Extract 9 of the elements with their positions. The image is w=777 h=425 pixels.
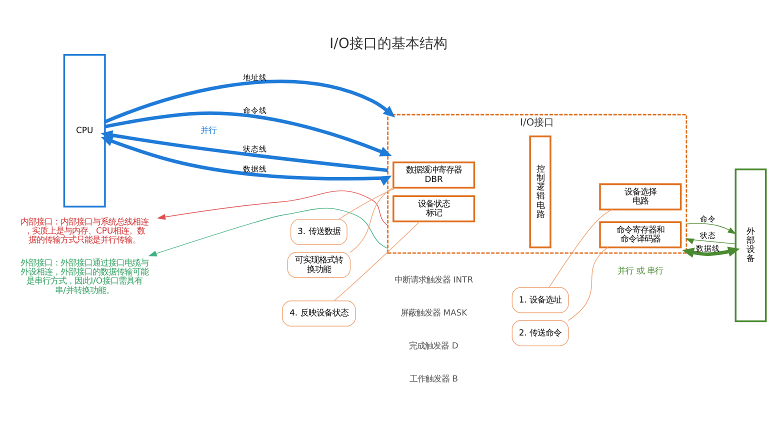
label: 并行 或 串行 [618, 265, 664, 276]
node-text: 外部接口：外部接口通过接口电缆与外设相连，外部接口的数据传输可能是串行方式，因此I/O接口需具有串/并转换功能。 [20, 256, 149, 294]
label: 完成触发器 D [409, 340, 458, 350]
node-text: 内部接口：内部接口与系统总线相连，实质上是与内存、CPU相连。数据的传输方式只能是并行传输。 [20, 216, 149, 244]
label: 中断请求触发器 INTR [394, 274, 474, 284]
label: 工作触发器 B [410, 373, 458, 384]
diagram-title: I/O接口的基本结构 [330, 35, 448, 52]
label: 屏蔽触发器 MASK [400, 307, 468, 318]
label: 并行 [200, 124, 217, 134]
